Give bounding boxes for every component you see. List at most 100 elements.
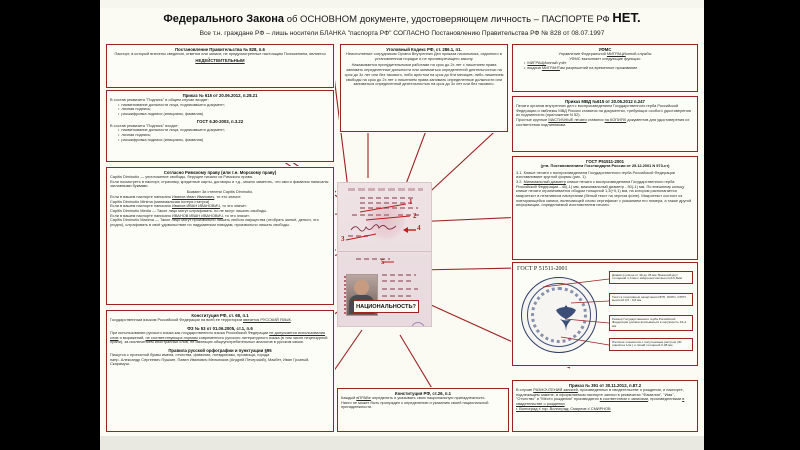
seal-callout-2: Текст в позитивном начертании ИНН, ОКПО,…: [609, 293, 693, 306]
t-underline: Иванов ИВАН ИВАНОВИЧ: [172, 203, 220, 209]
uk286-body: Неисполнение сотрудником Органа Внутренн…: [346, 51, 502, 61]
gost-p2: 3.2. Минимальный диаметр клише печати с …: [516, 179, 694, 208]
roman-p2: Если посмотреть в паспорт, страховку, кр…: [110, 178, 329, 189]
list-item: расшифровка подписи (инициалы, фамилия): [118, 111, 330, 117]
roman-p5: Capitis Diminutio Minima (минимальная по…: [110, 198, 210, 204]
seal-diagram: ГОСТ Р 51511-2001: [513, 263, 713, 357]
roman-p3: Бывают 3и степени Capitis Diminutio.: [186, 189, 254, 195]
box-ufms: УФМС Управление Федеральной МИГРАЦИонной…: [512, 44, 698, 92]
t: , то это значит:: [214, 193, 242, 199]
orfo-example: напр. Александр Сергеевич Пушкин, Павел …: [110, 356, 310, 367]
t-underline: МИГРАЦИ: [527, 60, 547, 66]
headline-net: НЕТ.: [612, 10, 641, 25]
passport-stamp: [411, 322, 425, 326]
box-title: Приказ МВД №615 от 20.06.2012 п.247: [565, 99, 645, 104]
passport-watermark: [366, 199, 406, 241]
official-seal-illustration: [521, 277, 597, 353]
box-title: Конституция РФ, ст. 68, п.1: [191, 313, 249, 318]
t: определять и указывать свою национальную…: [370, 395, 486, 401]
seal-diagram-title: ГОСТ Р 51511-2001: [517, 266, 568, 272]
t: 3.2.: [516, 179, 524, 185]
t: В случае: [516, 387, 534, 393]
t: онной службы: [625, 51, 652, 57]
const26-body-2: Никто не может быть принужден к определе…: [341, 399, 489, 410]
roman-p7: Capitis Diminutio Media — Такое лицо мог…: [110, 207, 268, 213]
roman-p6: Если в вашем паспорте написано Иванов ИВ…: [110, 203, 330, 209]
t: Простые круглые: [516, 117, 549, 123]
headline-rest: об ОСНОВНОМ документе, удостоверяющем ли…: [286, 14, 610, 25]
t: ставятся: [586, 117, 605, 123]
passport-signature: [350, 224, 397, 232]
callout-number-2: 2: [413, 212, 417, 220]
list-item: выдача МИГРАНТам разрешений на временное…: [524, 65, 694, 71]
box-postanovlenie-828: Постановление Правительства № 828, п.6 П…: [106, 44, 334, 88]
t: клише печати с воспроизведением Государс…: [516, 179, 692, 208]
list-item: личная подпись;: [118, 132, 330, 138]
ufms-functions: МИГРАЦИонный учёт выдача МИГРАНТам разре…: [516, 61, 694, 70]
t: ам разрешений на временное проживание: [559, 65, 638, 71]
fz53-body: При использовании русского языка как гос…: [110, 329, 330, 345]
photo-face: [354, 280, 369, 295]
box-emphasis: НЕДЕЙСТВИТЕЛЬНЫМ: [195, 57, 245, 63]
list-item: наименование должности лица, подписавшег…: [118, 102, 330, 108]
headline-strong: Федерального Закона: [163, 13, 285, 25]
seal-callout-4: Наличие элементов с полутоновым растром …: [609, 338, 693, 351]
t: Управление Федеральной: [558, 51, 607, 57]
seal-callout-1: Диаметр клише от 40 до 45 мм. Внешний кр…: [609, 271, 693, 284]
poster-page: Федерального Закона об ОСНОВНОМ документ…: [100, 0, 704, 450]
box-title-2: ГОСТ 6.30-2003, п.3.22: [196, 118, 244, 124]
roman-p4: Если в вашем паспорте написано Иванов Ив…: [110, 193, 330, 200]
gost-p1: 3.1. Клише печати с воспроизведением Гос…: [516, 169, 675, 180]
t: Каждый: [341, 395, 357, 401]
letterbox-left: [0, 0, 100, 450]
box-title: Приказ № 615 от 20.06.2012, п.28.21: [182, 93, 258, 98]
box-uk-286: Уголовный Кодекс РФ, ст. 286.1, п1. Неис…: [340, 44, 508, 132]
box-body: Паспорт, в который внесены сведения, отм…: [114, 51, 326, 57]
roman-p1: Capitis Diminutio — уничтожение свободы,…: [110, 174, 253, 180]
t: Государственным языком Российской Федера…: [110, 317, 243, 323]
t-underline: Минимальный диаметр: [523, 179, 566, 185]
t: онный учёт: [546, 60, 567, 66]
t-underline: не допускается использования слов: [110, 329, 326, 340]
prikaz391-body: В случае РАЗНОЧТЕНИЙ записей, произведен…: [516, 387, 694, 407]
roman-p9: Capitis Diminutio Maxima — Такое лицо мо…: [110, 217, 319, 227]
const26-body: Каждый вПРАВе определять и указывать сво…: [341, 395, 505, 401]
roman-p8: Если в вашем паспорте написано ИВАНОВ ИВ…: [110, 212, 330, 219]
mvd615-body: Печати органов внутренних дел с воспроиз…: [516, 103, 691, 118]
requisite-list: наименование должности лица, подписавшег…: [110, 102, 330, 117]
box-gost-51511: ГОСТ Р51511-2001 (утв. Постановлением Го…: [512, 156, 698, 260]
box-title-3: Правила русской орфографии и пунктуации …: [168, 347, 272, 353]
t: Если в вашем паспорте написано: [110, 212, 173, 218]
ufms-line-2: УФМС выполняет следующие функции:: [569, 55, 641, 61]
letterbox-right: [704, 0, 800, 450]
t-underline: ИВАНОВ ИВАН ИВАНОВИЧ: [172, 212, 223, 218]
passport-page-right: [338, 252, 431, 326]
box-konstituciya-26: Конституция РФ, ст.26, п.1 Каждый вПРАВе…: [337, 388, 509, 432]
requisite-list-2: наименование должности лица, подписавшег…: [110, 128, 330, 142]
box-rimskoe-pravo: Согласно Римскому праву (или т.н. Морско…: [106, 167, 334, 305]
t: Если в вашем паспорте написано: [110, 203, 173, 209]
box-title: УФМС: [598, 47, 612, 52]
t: документов для удостоверения их соответс…: [516, 117, 690, 127]
box-title: Уголовный Кодекс РФ, ст. 286.1, п1.: [386, 47, 462, 52]
box-subtitle: (утв. Постановлением Госстандарта России…: [540, 163, 670, 169]
bottom-strip: [100, 436, 704, 450]
t-underline: Иванов Иван Иванович: [172, 193, 215, 199]
box-title-2: ФЗ № 53 от 01.06.2005, ст.1, п.6: [187, 325, 253, 331]
box-title: Постановление Правительства № 828, п.6: [175, 47, 265, 52]
page-title: Федерального Закона об ОСНОВНОМ документ…: [100, 10, 704, 38]
t-underline: вПРАВе: [356, 395, 371, 401]
box-prikaz-391: Приказ № 391 от 30.11.2012, п.87.2 В слу…: [512, 380, 698, 432]
box-title: Согласно Римскому праву (или т.н. Морско…: [163, 170, 277, 175]
const68-body: Государственным языком Российской Федера…: [110, 317, 330, 323]
headline-sub: Все т.н. граждане РФ – лишь носители БЛА…: [199, 29, 605, 37]
nationality-question-label: НАЦИОНАЛЬНОСТЬ?: [353, 300, 419, 313]
t: Если в вашем паспорте написано: [110, 193, 173, 199]
seal-callout-leaders: [542, 278, 610, 346]
box-lead-2: В состав реквизита "Подпись" входят:: [110, 122, 179, 128]
box-konstituciya-68: Конституция РФ, ст. 68, п.1 Государствен…: [106, 310, 334, 432]
passport-callout-arrows: [345, 203, 416, 263]
uk286-body-2: Наказывается принудительными работами на…: [344, 62, 504, 87]
ufms-line-1: Управление Федеральной МИГРАЦИонной служ…: [516, 51, 694, 57]
t-underline: РАЗНОЧТЕНИЙ записей: [533, 387, 578, 393]
